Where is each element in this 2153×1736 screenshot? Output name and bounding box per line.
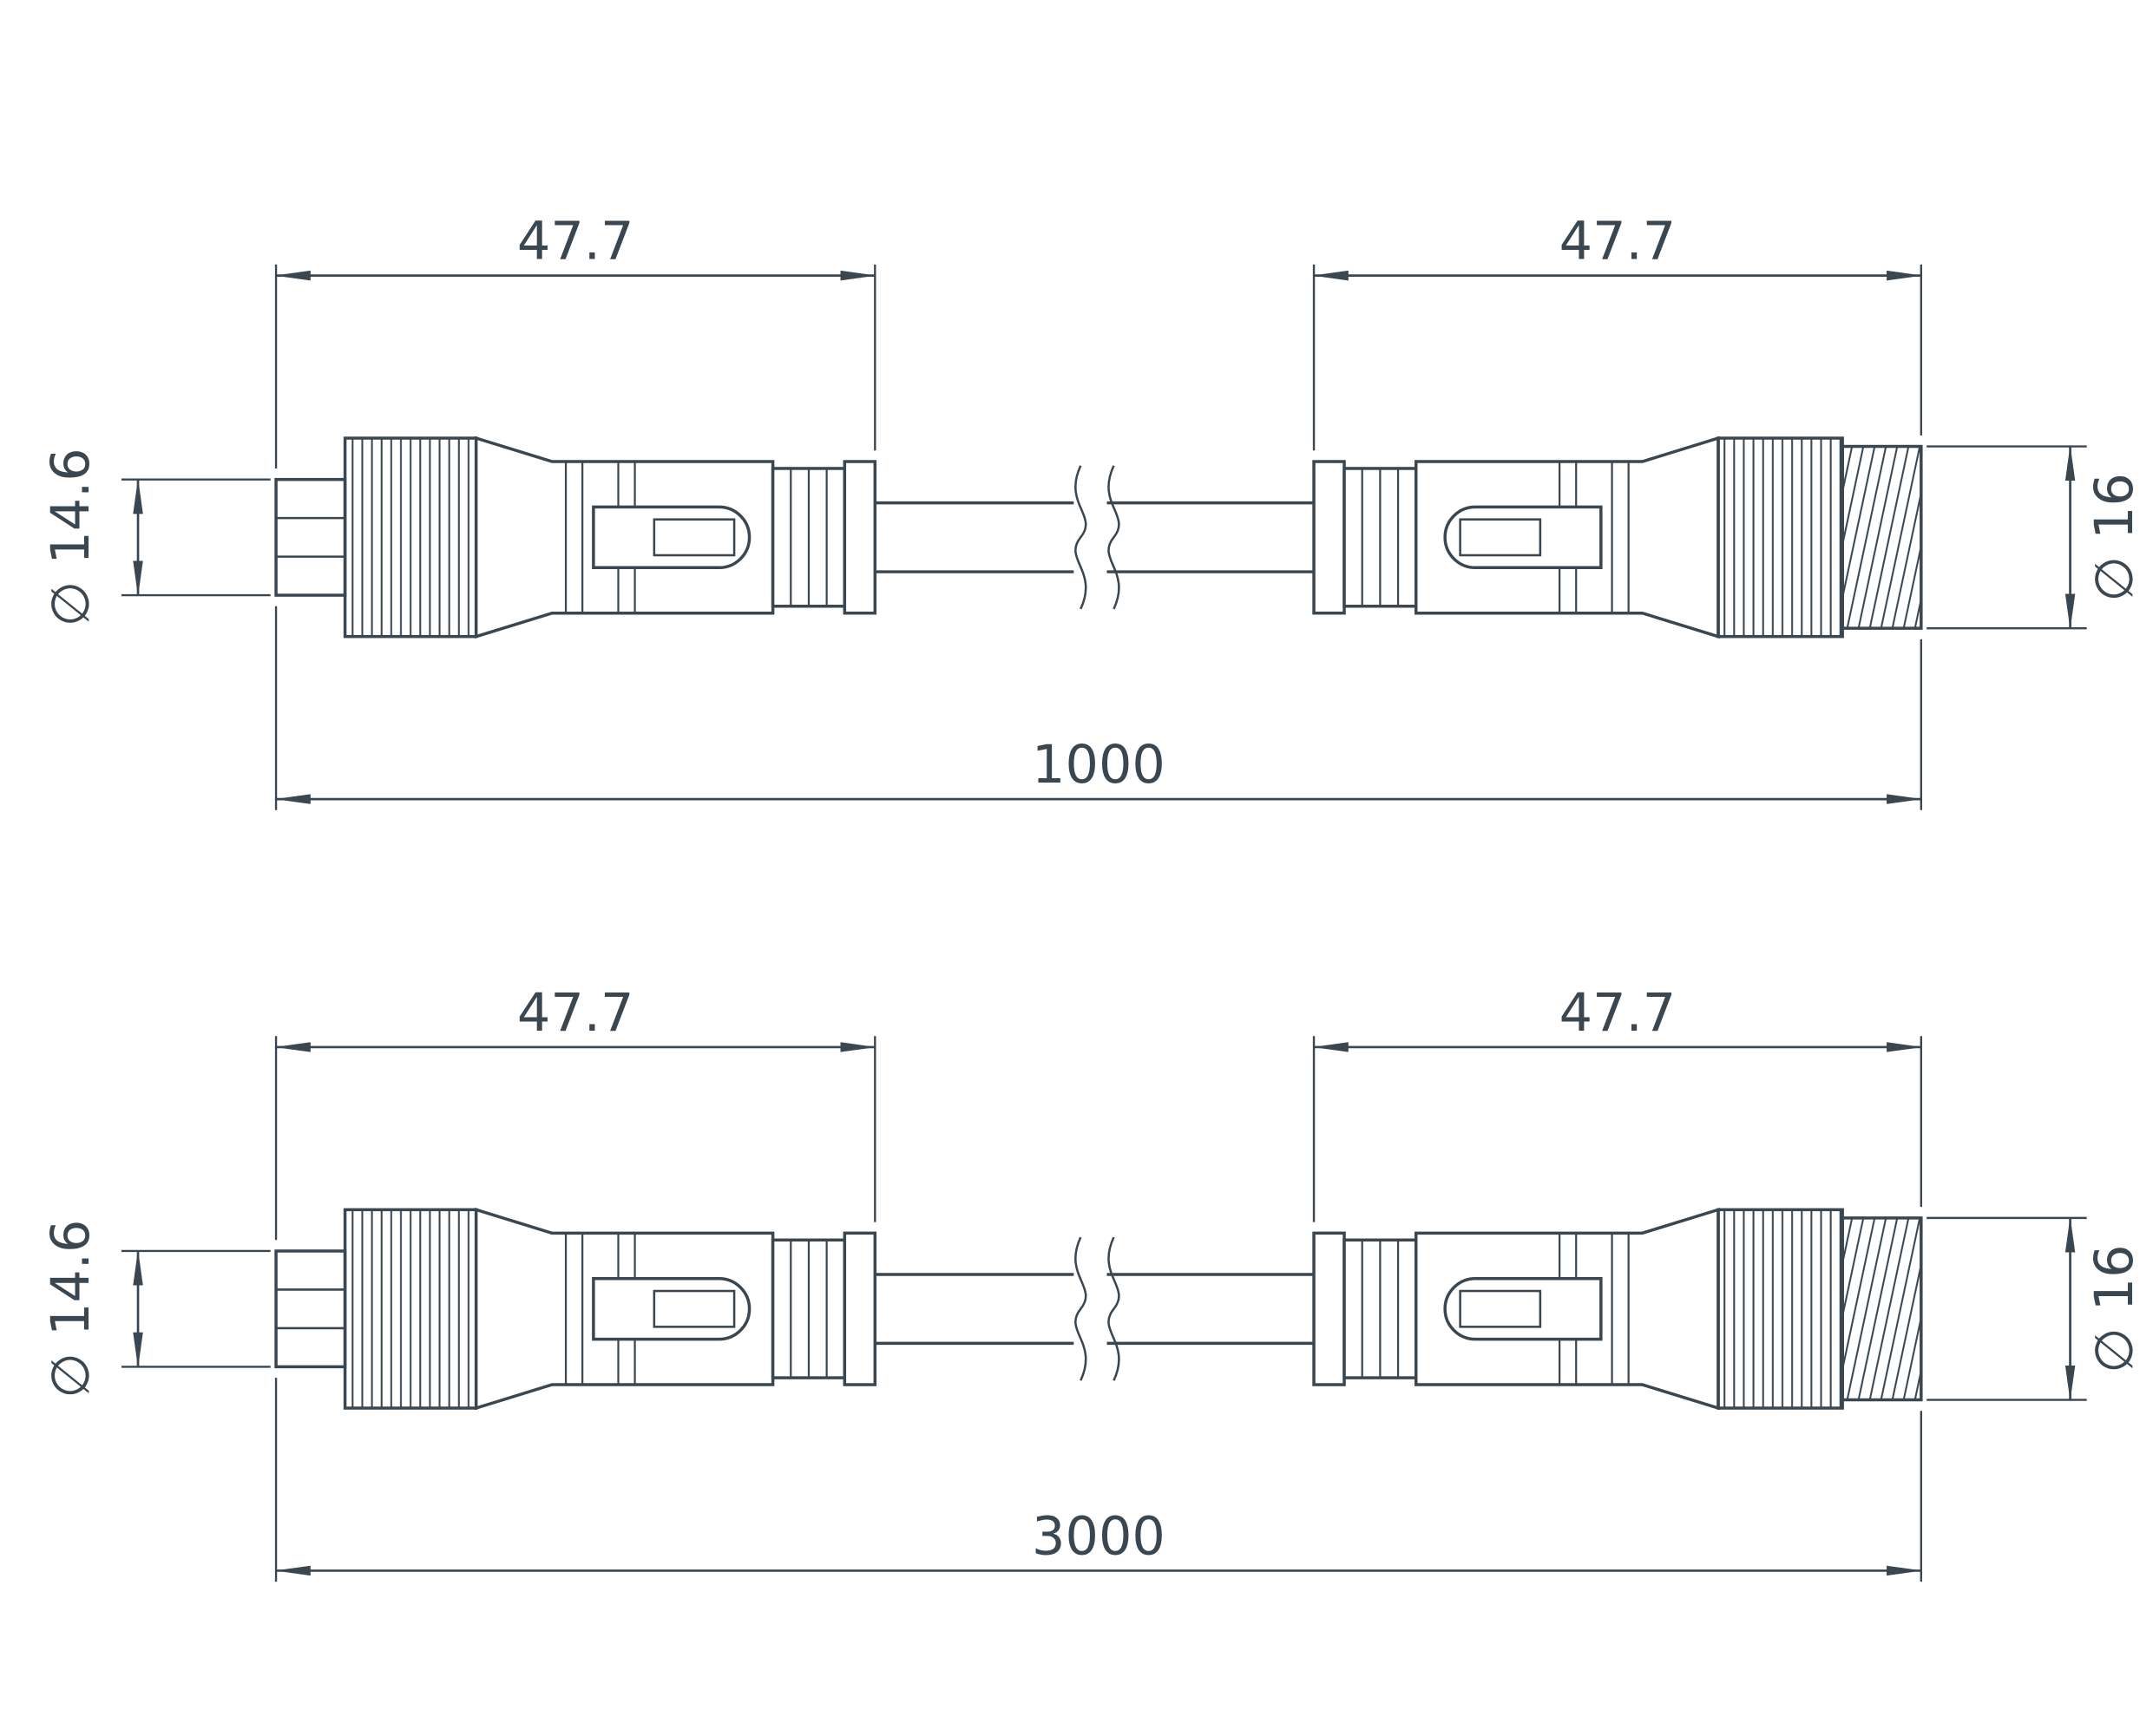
dim-label-total-length: 3000: [1032, 1506, 1165, 1567]
dim-label-left-connector-length: 47.7: [517, 212, 634, 272]
dim-label-left-diameter: ∅ 14.6: [41, 1220, 102, 1399]
figure-cable-3000: 47.7 47.7 ∅ 14.6 ∅ 16 3000: [41, 983, 2145, 1582]
dim-label-right-diameter: ∅ 16: [2084, 473, 2145, 602]
dim-label-right-connector-length: 47.7: [1559, 983, 1677, 1044]
dim-label-right-connector-length: 47.7: [1559, 212, 1677, 272]
dim-label-left-diameter: ∅ 14.6: [41, 448, 102, 626]
figure-cable-1000: 47.7 47.7 ∅ 14.6 ∅ 16 1000: [41, 212, 2145, 810]
dim-label-right-diameter: ∅ 16: [2084, 1244, 2145, 1373]
dim-label-left-connector-length: 47.7: [517, 983, 634, 1044]
dim-label-total-length: 1000: [1032, 735, 1165, 796]
